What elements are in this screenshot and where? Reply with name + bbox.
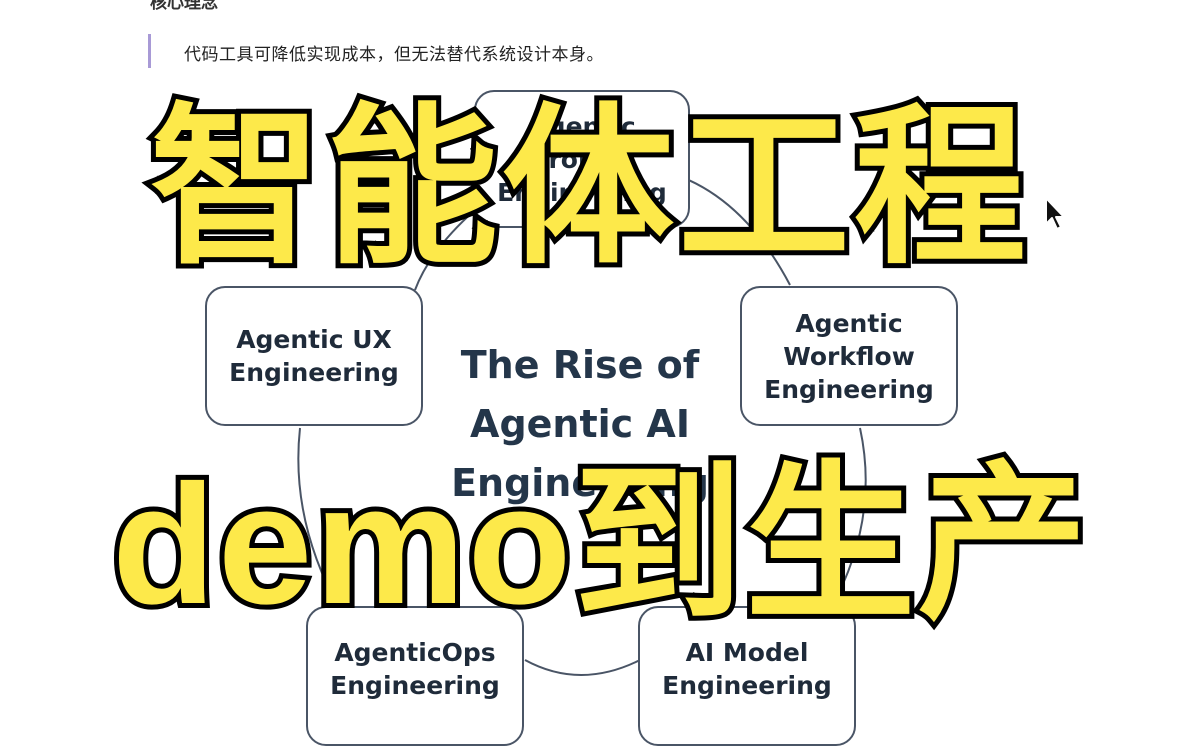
- connector-left-bottom: [297, 427, 341, 611]
- node-right: Agentic Workflow Engineering: [740, 286, 958, 426]
- node-left-label: Agentic UX Engineering: [229, 325, 399, 387]
- node-left: Agentic UX Engineering: [205, 286, 423, 426]
- node-bottom-left-label: AgenticOps Engineering: [330, 638, 500, 700]
- overlay-title-bottom: demo到生产: [107, 445, 1092, 645]
- overlay-title-top: 智能体工程: [145, 83, 1031, 293]
- node-top-label: Agentic Prompt Engineering: [497, 111, 667, 207]
- diagram-center-title: The Rise of Agentic AI Engineering: [451, 343, 709, 505]
- quote-text: 代码工具可降低实现成本，但无法替代系统设计本身。: [184, 45, 604, 65]
- node-right-label: Agentic Workflow Engineering: [764, 308, 934, 404]
- connector-right-bottom: [829, 427, 867, 611]
- quote-bar: [148, 34, 151, 68]
- connector-top-left: [414, 209, 476, 291]
- mouse-pointer-icon: [1045, 197, 1065, 230]
- node-top: Agentic Prompt Engineering: [474, 90, 690, 228]
- connector-bottom: [524, 659, 641, 676]
- section-heading: 核心理念: [150, 0, 218, 13]
- node-bottom-right-label: AI Model Engineering: [662, 638, 832, 700]
